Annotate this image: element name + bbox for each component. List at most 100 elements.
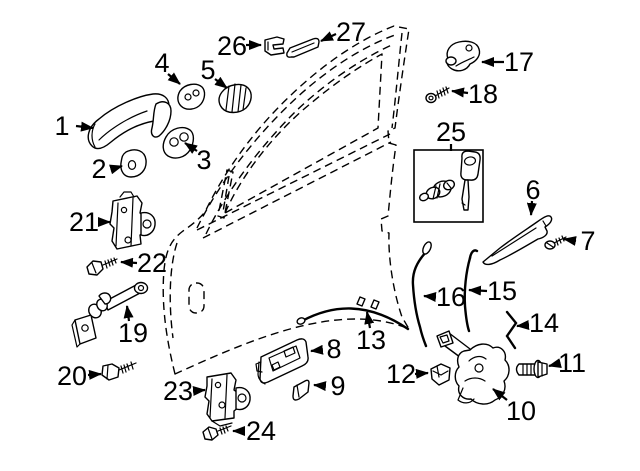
callout-8-label[interactable]: 8 bbox=[326, 334, 341, 364]
callout-1-label[interactable]: 1 bbox=[54, 111, 69, 141]
callout-3[interactable]: 3 bbox=[184, 142, 212, 175]
callout-2[interactable]: 2 bbox=[91, 154, 123, 184]
callout-6-label[interactable]: 6 bbox=[525, 175, 540, 205]
callout-3-label[interactable]: 3 bbox=[196, 145, 211, 175]
callout-13-arrow bbox=[364, 311, 375, 329]
callout-8-arrow bbox=[310, 344, 324, 355]
callout-22-arrow bbox=[120, 257, 138, 268]
callout-11-arrow bbox=[548, 358, 562, 368]
callout-5[interactable]: 5 bbox=[200, 55, 228, 89]
part-17-bracket bbox=[445, 40, 481, 72]
callout-10[interactable]: 10 bbox=[492, 388, 536, 426]
callout-15-label[interactable]: 15 bbox=[487, 276, 517, 306]
part-23-lower-hinge bbox=[204, 372, 251, 427]
part-8-interior-handle-bezel bbox=[255, 338, 309, 385]
part-25-lock-cylinder-and-key bbox=[413, 149, 484, 223]
part-4-gasket-plate bbox=[177, 83, 206, 110]
callout-13-label[interactable]: 13 bbox=[356, 325, 386, 355]
callout-22[interactable]: 22 bbox=[120, 248, 167, 278]
callout-18-label[interactable]: 18 bbox=[468, 79, 498, 109]
callout-15-arrow bbox=[468, 285, 488, 296]
part-18-screw bbox=[425, 86, 450, 104]
callout-9-label[interactable]: 9 bbox=[330, 371, 345, 401]
part-7-screw bbox=[544, 235, 567, 250]
callout-24-label[interactable]: 24 bbox=[246, 416, 276, 446]
part-26-clip bbox=[264, 36, 285, 56]
callout-23-arrow bbox=[192, 386, 206, 396]
callout-21-label[interactable]: 21 bbox=[69, 207, 99, 237]
callout-5-label[interactable]: 5 bbox=[200, 55, 215, 85]
callout-17[interactable]: 17 bbox=[481, 47, 534, 77]
callout-4-arrow bbox=[167, 72, 181, 85]
callout-24[interactable]: 24 bbox=[232, 416, 276, 446]
part-1-pull-handle bbox=[87, 93, 172, 150]
callout-26[interactable]: 26 bbox=[217, 31, 262, 61]
callout-7-arrow bbox=[563, 236, 577, 246]
part-22-bolt bbox=[86, 257, 118, 276]
callout-9-arrow bbox=[313, 381, 327, 392]
part-19-door-check bbox=[71, 281, 149, 348]
callout-7-label[interactable]: 7 bbox=[580, 226, 595, 256]
callout-15[interactable]: 15 bbox=[468, 276, 517, 306]
part-16-rod bbox=[411, 241, 432, 348]
callout-16-arrow bbox=[423, 292, 437, 302]
callout-13[interactable]: 13 bbox=[356, 311, 386, 355]
callout-16-label[interactable]: 16 bbox=[436, 282, 466, 312]
callout-23-label[interactable]: 23 bbox=[163, 376, 193, 406]
callout-23[interactable]: 23 bbox=[163, 376, 206, 406]
part-15-rod bbox=[463, 249, 479, 333]
callout-16[interactable]: 16 bbox=[423, 282, 466, 312]
callout-27-arrow bbox=[320, 31, 337, 42]
callout-18-arrow bbox=[451, 87, 469, 98]
callout-18[interactable]: 18 bbox=[451, 79, 498, 109]
callout-17-label[interactable]: 17 bbox=[504, 47, 534, 77]
callout-20-arrow bbox=[87, 369, 102, 380]
callout-27[interactable]: 27 bbox=[320, 17, 366, 47]
callout-1[interactable]: 1 bbox=[54, 111, 94, 141]
part-24-bolt bbox=[202, 425, 232, 441]
callout-12[interactable]: 12 bbox=[386, 359, 429, 389]
callout-19-arrow bbox=[123, 305, 134, 322]
callout-20[interactable]: 20 bbox=[57, 361, 102, 391]
callout-2-label[interactable]: 2 bbox=[91, 154, 106, 184]
callout-14-label[interactable]: 14 bbox=[529, 308, 559, 338]
callout-3-arrow bbox=[184, 142, 198, 154]
part-9-cover bbox=[292, 379, 310, 401]
callout-12-label[interactable]: 12 bbox=[386, 359, 416, 389]
callout-25-label[interactable]: 25 bbox=[436, 117, 466, 147]
part-12-clip bbox=[430, 363, 451, 386]
part-3-gasket-plate bbox=[162, 126, 195, 159]
part-13-rod bbox=[296, 296, 410, 331]
callout-4-label[interactable]: 4 bbox=[154, 48, 169, 78]
door-outline bbox=[162, 25, 410, 375]
callout-25[interactable]: 25 bbox=[436, 117, 466, 151]
callout-14[interactable]: 14 bbox=[516, 308, 559, 338]
callout-2-arrow bbox=[109, 164, 123, 175]
part-20-bolt bbox=[101, 361, 137, 381]
callout-5-arrow bbox=[214, 76, 228, 89]
callout-12-arrow bbox=[414, 368, 429, 379]
callout-19[interactable]: 19 bbox=[118, 305, 148, 348]
callout-10-label[interactable]: 10 bbox=[506, 396, 536, 426]
part-5-cap bbox=[218, 83, 252, 114]
callout-19-label[interactable]: 19 bbox=[118, 318, 148, 348]
callout-7[interactable]: 7 bbox=[563, 226, 596, 256]
part-11-bolt bbox=[515, 359, 548, 379]
part-21-upper-hinge bbox=[109, 191, 156, 250]
callout-26-label[interactable]: 26 bbox=[217, 31, 247, 61]
callout-1-arrow bbox=[75, 121, 94, 132]
callout-20-label[interactable]: 20 bbox=[57, 361, 87, 391]
callout-8[interactable]: 8 bbox=[310, 334, 342, 364]
callout-6[interactable]: 6 bbox=[525, 175, 541, 216]
callout-11-label[interactable]: 11 bbox=[558, 348, 586, 378]
callout-27-label[interactable]: 27 bbox=[336, 17, 366, 47]
callout-22-label[interactable]: 22 bbox=[137, 248, 167, 278]
callout-21[interactable]: 21 bbox=[69, 207, 111, 237]
callout-11[interactable]: 11 bbox=[548, 348, 586, 378]
callout-10-arrow bbox=[492, 388, 508, 401]
part-2-cap bbox=[120, 149, 147, 178]
callout-4[interactable]: 4 bbox=[154, 48, 181, 85]
callout-9[interactable]: 9 bbox=[313, 371, 346, 401]
